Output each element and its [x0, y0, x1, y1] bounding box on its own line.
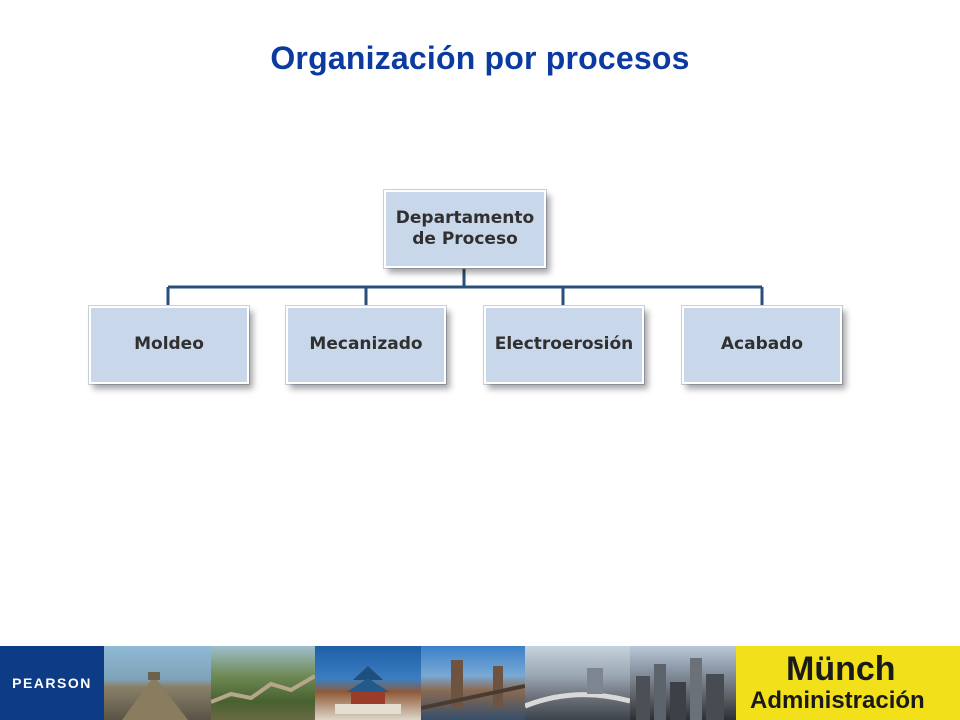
book-brand: Münch Administración — [736, 646, 960, 720]
book-title-label: Administración — [750, 687, 925, 714]
temple-icon — [335, 666, 401, 714]
org-root-label: Departamento de Proceso — [395, 207, 535, 249]
org-child-label: Mecanizado — [309, 334, 423, 355]
author-label: Münch — [786, 650, 896, 688]
org-child-label: Acabado — [720, 334, 804, 355]
org-child-label: Moldeo — [134, 334, 204, 355]
great-wall-photo — [211, 646, 315, 720]
footer-banner: PEARSON — [0, 646, 960, 720]
org-child-moldeo: Moldeo — [89, 306, 249, 384]
bridge-photo — [421, 646, 525, 720]
pyramid-icon — [122, 672, 188, 720]
publisher-label: PEARSON — [12, 675, 92, 691]
skyline-photo — [630, 646, 736, 720]
great-wall-icon — [211, 674, 315, 704]
pyramid-photo — [104, 646, 211, 720]
org-child-acabado: Acabado — [682, 306, 842, 384]
highway-city-photo — [525, 646, 630, 720]
org-root-box: Departamento de Proceso — [384, 190, 546, 268]
bridge-icon — [421, 660, 525, 710]
org-child-mecanizado: Mecanizado — [286, 306, 446, 384]
org-child-electroerosion: Electroerosión — [484, 306, 644, 384]
skyline-icon — [636, 658, 724, 720]
temple-of-heaven-photo — [315, 646, 421, 720]
highway-icon — [525, 668, 630, 709]
page-title: Organización por procesos — [270, 40, 690, 76]
org-child-label: Electroerosión — [494, 334, 634, 355]
pearson-logo: PEARSON — [0, 646, 104, 720]
